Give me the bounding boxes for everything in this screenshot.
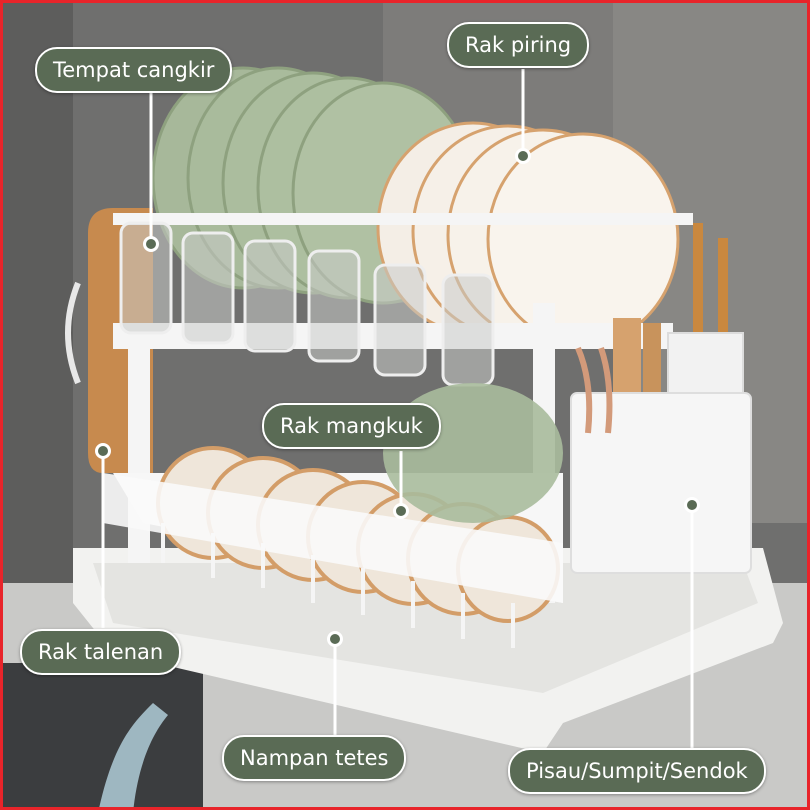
label-drip-tray: Nampan tetes xyxy=(222,735,407,781)
label-cutting-board-rack: Rak talenan xyxy=(20,629,182,675)
label-cup-holder: Tempat cangkir xyxy=(35,47,233,93)
upper-rack-rail xyxy=(113,213,693,225)
callout-lines xyxy=(101,69,694,748)
plate-rack-marker xyxy=(515,148,531,164)
utensil-holder xyxy=(570,223,752,574)
cutting-board-marker xyxy=(95,443,111,459)
sink xyxy=(3,663,203,807)
utensil-holder-marker xyxy=(684,497,700,513)
bowl-rack-marker xyxy=(393,503,409,519)
dish-rack-scene xyxy=(3,3,807,807)
drip-tray-marker xyxy=(327,631,343,647)
label-utensil-holder: Pisau/Sumpit/Sendok xyxy=(508,748,766,794)
water-stream xyxy=(99,703,168,807)
label-plate-rack: Rak piring xyxy=(447,22,590,68)
label-bowl-rack: Rak mangkuk xyxy=(262,403,441,449)
cup-holder-marker xyxy=(143,236,159,252)
glass-cups xyxy=(119,221,495,387)
